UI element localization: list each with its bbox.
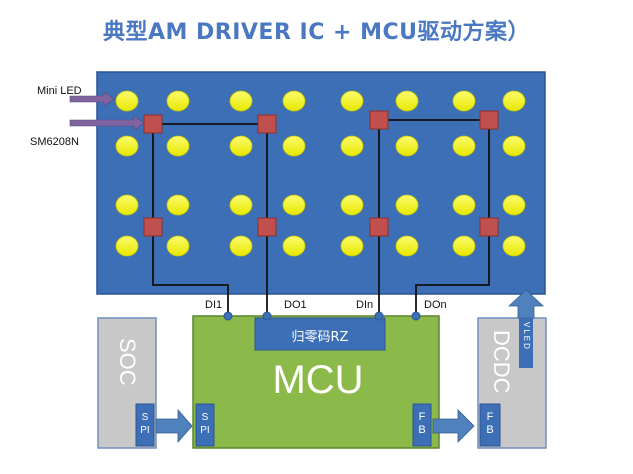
led-dot xyxy=(229,135,253,157)
driver-chips xyxy=(143,110,499,237)
rz-label: 归零码RZ xyxy=(291,330,349,345)
mini-led-label: Mini LED xyxy=(37,85,82,97)
mcu-fb-pin-line1: F xyxy=(418,411,426,423)
led-dot xyxy=(229,235,253,257)
pin-boxes xyxy=(135,403,501,447)
rz-block xyxy=(254,317,386,351)
dcdc-fb-pin-line2: B xyxy=(486,424,494,436)
led-dot xyxy=(502,135,526,157)
led-dot xyxy=(115,135,139,157)
led-dot xyxy=(502,194,526,216)
vled-label: VLED xyxy=(522,322,531,351)
mcu-spi-pin: S PI xyxy=(196,411,214,437)
led-dot xyxy=(115,90,139,112)
soc-spi-pin-line2: PI xyxy=(140,425,150,436)
mcu-spi-pin-line1: S xyxy=(201,412,209,423)
diagram-title: 典型AM DRIVER IC + MCU驱动方案） xyxy=(102,20,531,45)
led-dot xyxy=(229,90,253,112)
daisy-chain-wiring xyxy=(152,119,490,314)
signal-di1-label: DI1 xyxy=(205,299,223,311)
vled-up-arrow xyxy=(507,289,545,319)
led-dot xyxy=(452,135,476,157)
soc-spi-pin-line1: S xyxy=(141,412,149,423)
soc-spi-pin: S PI xyxy=(136,411,154,437)
led-dot xyxy=(395,235,419,257)
led-dot xyxy=(340,194,364,216)
signal-don-label: DOn xyxy=(424,299,447,311)
led-dot xyxy=(166,135,190,157)
led-dot xyxy=(166,194,190,216)
led-dot xyxy=(452,90,476,112)
led-dot xyxy=(502,90,526,112)
led-dot xyxy=(502,235,526,257)
mcu-fb-pin-line2: B xyxy=(418,424,426,436)
led-dot xyxy=(395,135,419,157)
mcu-fb-pin: F B xyxy=(413,411,431,437)
soc-block xyxy=(97,317,157,449)
led-dot xyxy=(115,194,139,216)
vled-strip xyxy=(519,318,533,368)
led-dot xyxy=(340,135,364,157)
led-dot xyxy=(166,235,190,257)
led-dot xyxy=(282,90,306,112)
led-dot xyxy=(282,235,306,257)
led-dot xyxy=(340,235,364,257)
led-dot xyxy=(115,235,139,257)
led-dot xyxy=(166,90,190,112)
mcu-label: MCU xyxy=(272,358,364,402)
led-dot xyxy=(340,90,364,112)
led-array xyxy=(115,90,526,257)
flow-arrows xyxy=(155,408,475,444)
signal-pins xyxy=(223,311,421,321)
led-dot xyxy=(452,194,476,216)
led-dot xyxy=(395,90,419,112)
dcdc-fb-pin: F B xyxy=(480,411,500,437)
driver-chip-label: SM6208N xyxy=(30,136,79,148)
signal-do1-label: DO1 xyxy=(284,299,307,311)
mcu-spi-pin-line2: PI xyxy=(200,425,210,436)
dcdc-fb-pin-line1: F xyxy=(486,411,494,423)
led-dot xyxy=(282,194,306,216)
led-panel xyxy=(96,71,546,295)
led-dot xyxy=(229,194,253,216)
led-dot xyxy=(395,194,419,216)
dcdc-label: DCDC xyxy=(489,330,514,394)
led-dot xyxy=(452,235,476,257)
soc-label: SOC xyxy=(115,338,140,386)
signal-din-label: DIn xyxy=(356,299,374,311)
led-dot xyxy=(282,135,306,157)
input-arrows xyxy=(69,91,145,131)
